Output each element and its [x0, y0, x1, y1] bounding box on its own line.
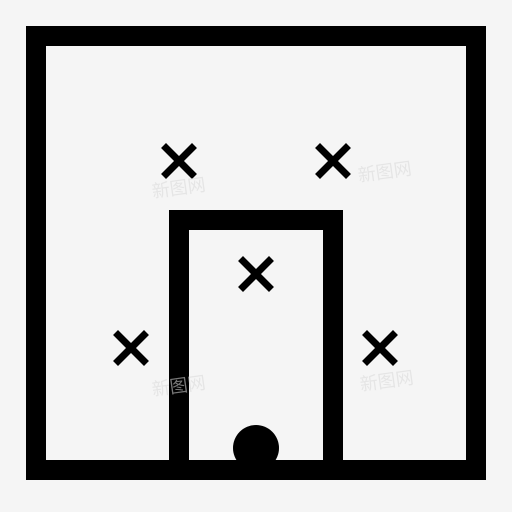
key-area — [169, 210, 343, 470]
watermark: 新图网 — [151, 174, 207, 202]
x-marker-icon — [161, 143, 197, 179]
court-outline — [26, 26, 486, 480]
ball-icon — [233, 425, 279, 471]
x-marker-icon — [315, 143, 351, 179]
x-marker-icon — [113, 330, 149, 366]
watermark: 新图网 — [359, 367, 415, 395]
watermark: 新图网 — [357, 158, 413, 186]
x-marker-icon — [362, 330, 398, 366]
x-marker-icon — [238, 256, 274, 292]
watermark: 新图网 — [151, 372, 207, 400]
